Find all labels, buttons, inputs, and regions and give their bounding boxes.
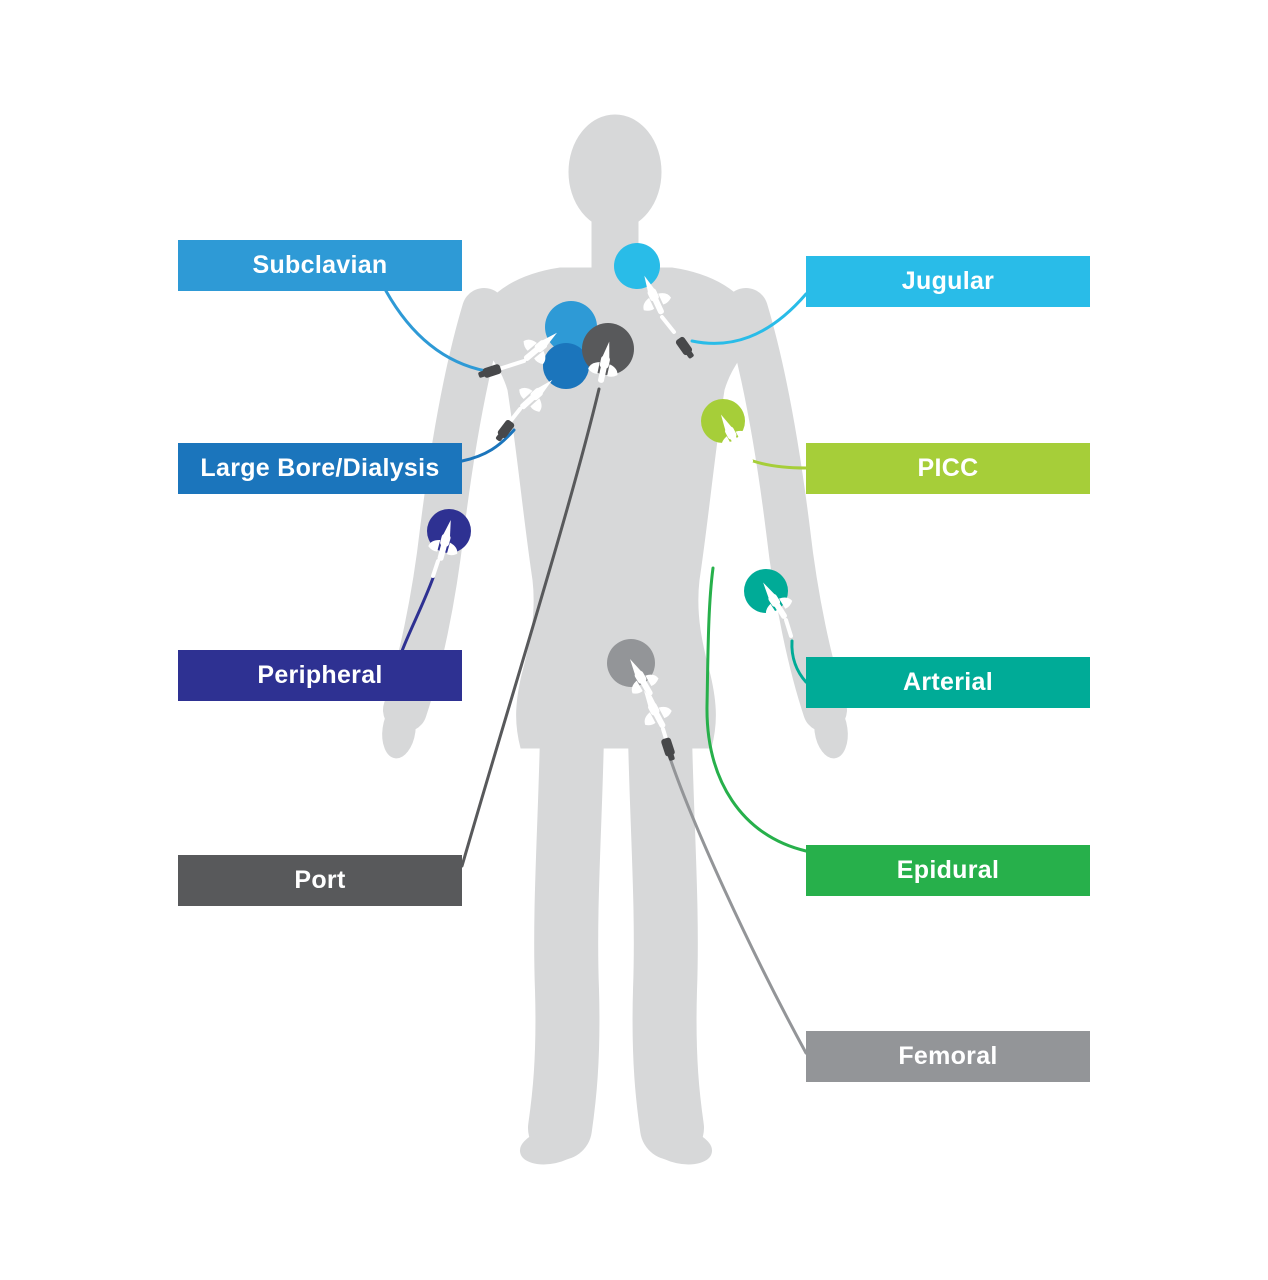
label-picc-text: PICC xyxy=(917,454,979,482)
body-right-arm xyxy=(724,288,847,732)
label-port-text: Port xyxy=(294,866,346,894)
label-femoral-text: Femoral xyxy=(898,1042,998,1070)
label-arterial-text: Arterial xyxy=(903,668,993,696)
leader-arterial xyxy=(790,639,808,684)
tube-large-bore xyxy=(507,407,522,425)
leader-epidural xyxy=(705,566,808,853)
leader-subclavian xyxy=(384,289,488,373)
marker-jugular xyxy=(614,243,660,289)
body-right-leg xyxy=(628,703,704,1160)
marker-large-bore xyxy=(543,343,589,389)
tube-subclavian xyxy=(497,359,526,371)
label-large-bore-dialysis-text: Large Bore/Dialysis xyxy=(200,454,440,482)
label-arterial: Arterial xyxy=(806,657,1090,708)
leader-lines xyxy=(384,289,808,1055)
label-picc: PICC xyxy=(806,443,1090,494)
tube-jugular xyxy=(660,315,676,334)
label-subclavian: Subclavian xyxy=(178,240,462,291)
label-epidural-text: Epidural xyxy=(896,856,1000,884)
site-markers xyxy=(427,243,788,687)
tube-peripheral xyxy=(431,559,440,578)
label-jugular: Jugular xyxy=(806,256,1090,307)
body-right-foot xyxy=(648,1127,712,1165)
leader-large-bore xyxy=(460,428,516,463)
body-left-hand xyxy=(382,701,416,759)
body-left-leg xyxy=(528,703,604,1160)
leader-port xyxy=(460,387,601,868)
label-subclavian-text: Subclavian xyxy=(252,251,388,279)
leader-femoral xyxy=(665,747,808,1055)
label-peripheral-text: Peripheral xyxy=(257,661,383,689)
tube-picc xyxy=(739,450,753,463)
label-femoral: Femoral xyxy=(806,1031,1090,1082)
tube-arterial xyxy=(784,618,793,638)
label-epidural: Epidural xyxy=(806,845,1090,896)
leader-peripheral xyxy=(400,576,435,653)
label-jugular-text: Jugular xyxy=(901,267,995,295)
label-port: Port xyxy=(178,855,462,906)
label-peripheral: Peripheral xyxy=(178,650,462,701)
leader-picc xyxy=(751,459,808,470)
leader-jugular xyxy=(690,292,808,345)
body-left-foot xyxy=(520,1127,584,1165)
label-large-bore-dialysis: Large Bore/Dialysis xyxy=(178,443,462,494)
